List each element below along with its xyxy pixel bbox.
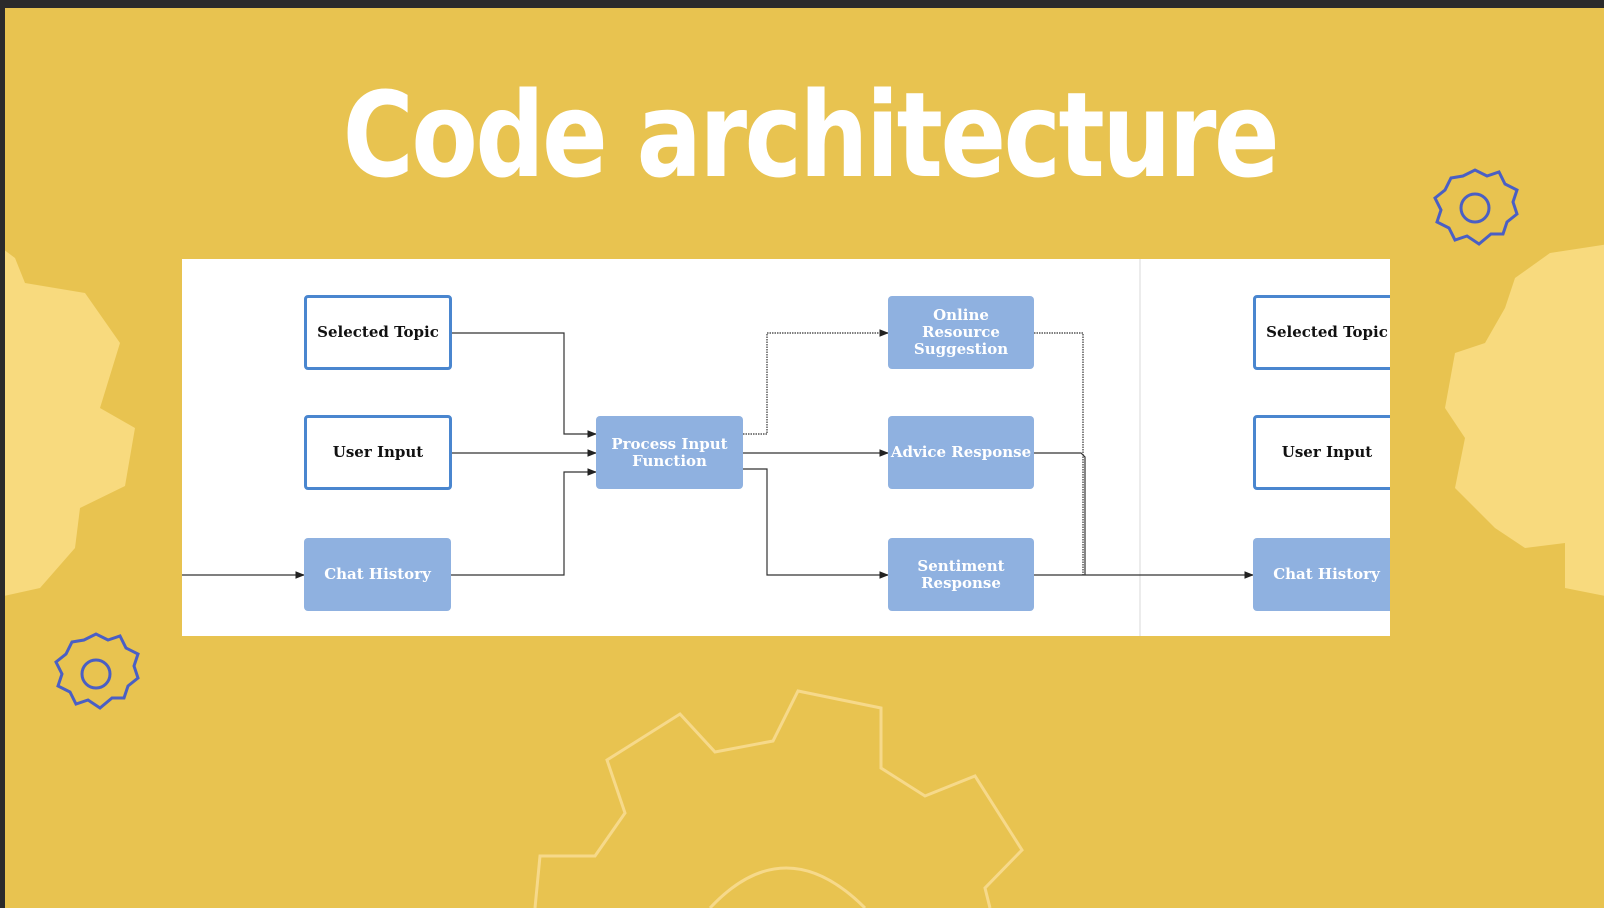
connector-resource-to-history <box>1034 332 1084 575</box>
node-advice-response: Advice Response <box>888 416 1034 489</box>
node-next-user-input: User Input <box>1253 415 1390 490</box>
gear-icon <box>1433 168 1519 246</box>
connector-lines <box>182 259 1254 636</box>
gear-icon <box>5 250 135 596</box>
node-online-resource-suggestion: Online Resource Suggestion <box>888 296 1034 369</box>
connector-topic-to-process <box>451 332 597 438</box>
gear-icon <box>533 689 1024 908</box>
node-selected-topic: Selected Topic <box>304 295 452 370</box>
connector-advice-to-history <box>1034 452 1086 575</box>
connector-process-to-sentiment <box>743 468 889 579</box>
node-next-chat-history: Chat History <box>1253 538 1390 611</box>
node-sentiment-response: Sentiment Response <box>888 538 1034 611</box>
architecture-diagram: Selected Topic User Input Chat History P… <box>182 259 1390 636</box>
connector-history-to-process <box>451 468 597 576</box>
node-user-input: User Input <box>304 415 452 490</box>
gear-icon <box>1445 244 1604 596</box>
gear-icon <box>54 632 140 710</box>
node-chat-history: Chat History <box>304 538 451 611</box>
slide-title: Code architecture <box>342 66 1280 204</box>
node-process-input-function: Process Input Function <box>596 416 743 489</box>
connector-process-to-resource <box>743 329 889 435</box>
decorative-gears <box>5 168 1604 908</box>
slide: Code architecture <box>5 8 1604 908</box>
node-next-selected-topic: Selected Topic <box>1253 295 1390 370</box>
